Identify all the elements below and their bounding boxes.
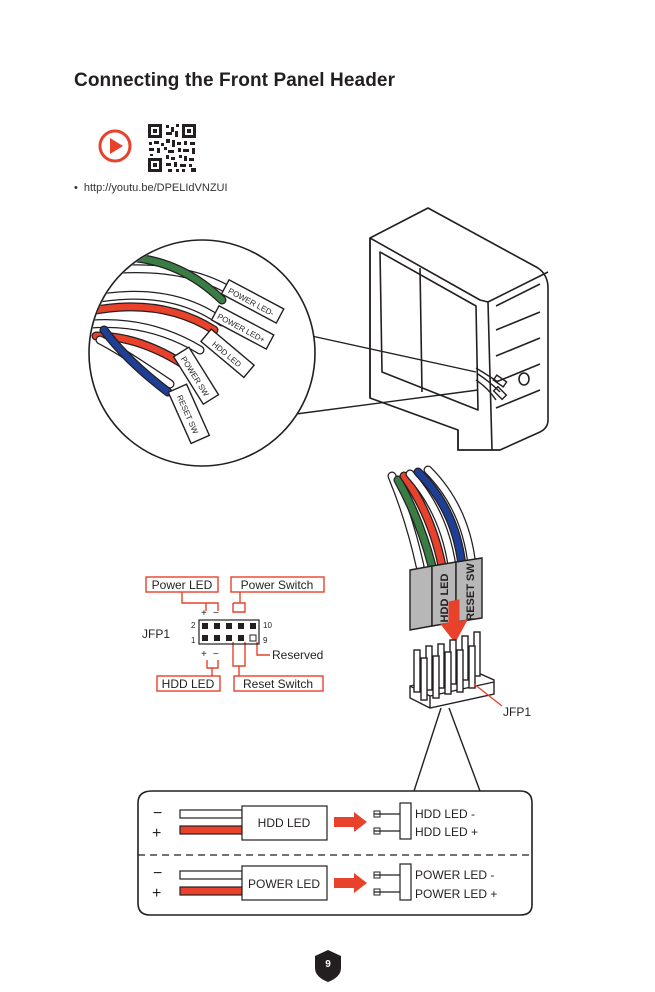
video-link[interactable]: • http://youtu.be/DPELIdVNZUI: [74, 182, 228, 194]
power-minus-sign: −: [153, 865, 162, 882]
pinout-diagram: Power LED Power Switch HDD LED Reset Swi…: [142, 576, 325, 692]
video-url[interactable]: http://youtu.be/DPELIdVNZUI: [83, 182, 228, 194]
power-switch-label-box: [230, 576, 325, 593]
power-led-minus-label: POWER LED -: [415, 868, 494, 882]
header-jfp1-label: JFP1: [503, 705, 531, 719]
pin-1-label: 1: [191, 636, 196, 645]
pin-plus-top: +: [201, 608, 207, 619]
hdd-minus-sign: −: [153, 805, 162, 822]
power-led-label: Power LED: [152, 578, 213, 592]
polarity-box: − + HDD LED HDD LED - HDD LED + − + POWE…: [137, 790, 533, 916]
hdd-plus-sign: +: [152, 825, 161, 842]
page-number: 9: [325, 959, 331, 970]
qr-code-icon[interactable]: [148, 124, 196, 172]
case-port-wires: [475, 367, 508, 401]
connector-illustration: HDD LED RESET SW JFP1: [387, 465, 531, 792]
power-plus-sign: +: [152, 885, 161, 902]
hdd-led-label: HDD LED: [162, 677, 215, 691]
zoom-line-top: [297, 332, 477, 373]
hdd-box-label: HDD LED: [258, 816, 311, 830]
power-box-label: POWER LED: [248, 877, 320, 891]
power-led-plus-label: POWER LED +: [415, 887, 497, 901]
page-number-badge: 9: [313, 950, 343, 982]
pin-minus-bottom: −: [213, 649, 219, 660]
insert-arrow: [440, 599, 468, 643]
pc-case: [369, 207, 549, 451]
play-icon[interactable]: [98, 129, 132, 163]
magnified-cables: POWER LED- POWER LED+ HDD LED POWER SW R…: [90, 252, 285, 445]
hdd-led-label-box: [156, 675, 221, 692]
pin-header-outline: [198, 619, 260, 645]
reset-switch-label-box: [233, 675, 324, 692]
reset-switch-label: Reset Switch: [243, 677, 313, 691]
jfp1-label: JFP1: [142, 627, 170, 641]
zoom-line-bottom: [295, 389, 479, 415]
reserved-label: Reserved: [272, 648, 323, 662]
hdd-led-plus-label: HDD LED +: [415, 825, 478, 839]
pin-2-label: 2: [191, 621, 196, 630]
bullet: •: [74, 182, 78, 194]
power-switch-label: Power Switch: [241, 578, 314, 592]
hdd-led-minus-label: HDD LED -: [415, 807, 475, 821]
video-links: [98, 124, 196, 172]
pin-minus-top: −: [213, 608, 219, 619]
pin-plus-bottom: +: [201, 649, 207, 660]
page-title: Connecting the Front Panel Header: [74, 70, 396, 91]
connector-reset-sw-label: RESET SW: [465, 563, 477, 621]
connector-hdd-led-label: HDD LED: [439, 574, 451, 623]
pin-9-label: 9: [263, 636, 268, 645]
pin-10-label: 10: [263, 621, 272, 630]
